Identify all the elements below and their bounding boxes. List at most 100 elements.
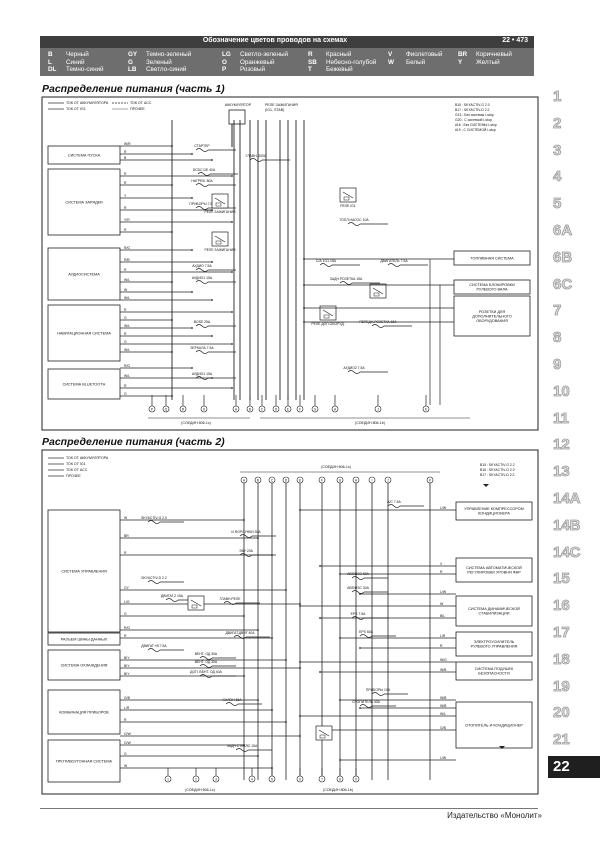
system-label: СИСТЕМА УПРАВЛЕНИЯ (61, 569, 107, 573)
system-label: УПРАВЛЕНИЕ КОМПРЕССОРОМ (464, 507, 524, 511)
junction-dot (191, 197, 193, 199)
chapter-tab-5[interactable]: 5 (548, 193, 600, 216)
chapter-tab-20[interactable]: 20 (548, 702, 600, 725)
chapter-tab-16[interactable]: 16 (548, 595, 600, 618)
variant-note: В15 : SKYACTIV-G 2.0 (455, 103, 490, 107)
relay-label: РЕЛЕ ЗАЖИГАНИЯ (204, 248, 236, 252)
chapter-tab-21[interactable]: 21 (548, 729, 600, 752)
connector-label: K (429, 478, 432, 482)
wire-code: R (124, 150, 127, 154)
junction-dot (319, 671, 321, 673)
supply-label: ТОК ОТ IG1 (66, 107, 86, 111)
color-code: R (308, 51, 313, 58)
wire-code: R (124, 551, 127, 555)
connector-label: 1 (167, 777, 169, 781)
fuse-symbol (351, 616, 365, 620)
wire-code: R (124, 718, 127, 722)
junction-dot (271, 709, 273, 711)
system-label: ОТОПИТЕЛЬ И КОНДИЦИОНЕР (465, 723, 523, 727)
chapter-tab-3[interactable]: 3 (548, 139, 600, 162)
right-system-box (453, 295, 531, 337)
chapter-tab-9[interactable]: 9 (548, 354, 600, 376)
left-system-box (47, 649, 121, 681)
wire-code: G/W (124, 741, 132, 745)
chapter-tab-13[interactable]: 13 (548, 461, 600, 484)
chapter-tab-1[interactable]: 1 (548, 86, 600, 108)
fuse-label: СТАРТЕР (194, 144, 210, 148)
chapter-tab-14c[interactable]: 14C (548, 541, 600, 564)
left-system-box (47, 145, 121, 165)
chapter-tab-14b[interactable]: 14B (548, 514, 600, 537)
relay-label: РЕЛЕ ЗАЖИГАНИЯ (204, 210, 236, 214)
system-label: СИСТЕМА ПУСКА (68, 153, 101, 157)
color-name: Розовый (240, 66, 266, 74)
chapter-tab-19[interactable]: 19 (548, 675, 600, 698)
chapter-tab-14a[interactable]: 14A (548, 488, 600, 510)
junction-dot (359, 647, 361, 649)
connector-circle (284, 405, 292, 413)
chapter-tab-6c[interactable]: 6C (548, 273, 600, 296)
system-label: БЕЗОПАСНОСТИ (478, 672, 510, 676)
relay-coil (215, 202, 222, 207)
battery-symbol (228, 109, 246, 125)
right-system-box (455, 501, 533, 521)
junction-dot (171, 319, 173, 321)
junction-dot (271, 637, 273, 639)
chapter-tab-11[interactable]: 11 (548, 407, 600, 430)
wire-code: W/L (124, 278, 130, 282)
color-name: Синий (66, 58, 85, 66)
junction-dot (191, 249, 193, 251)
chapter-tab-6a[interactable]: 6A (548, 220, 600, 242)
chapter-tab-4[interactable]: 4 (548, 166, 600, 189)
chapter-tab-10[interactable]: 10 (548, 380, 600, 403)
chapter-tab-18[interactable]: 18 (548, 648, 600, 671)
left-system-box (47, 689, 121, 735)
fuse-label: SKYACTIV-G 2.0 (141, 516, 167, 520)
connector-label: K (425, 407, 428, 411)
fuse-label: ЭБУ 20A (239, 549, 253, 553)
junction-dot (285, 721, 287, 723)
supply-label: ТОК ОТ ACC (130, 101, 152, 105)
chapter-tab-8[interactable]: 8 (548, 327, 600, 350)
relay-contact (372, 287, 384, 295)
wire-code: BR (124, 534, 129, 538)
junction-dot (257, 537, 259, 539)
wire-code: W/R (124, 142, 131, 146)
fuse-label: САЛОН 15A (223, 698, 243, 702)
chapter-tab-12[interactable]: 12 (548, 434, 600, 457)
fuse-symbol (195, 350, 209, 354)
fuse-label: ДВИГАТЕЛЬ 7.5A (380, 259, 408, 263)
variant-note: В17 : SKYACTIV-D 2.2 (480, 473, 515, 477)
chapter-tab-6b[interactable]: 6B (548, 246, 600, 269)
junction-label: (СОЕДИН 806-1b) (323, 788, 353, 792)
connector-circle (336, 775, 344, 783)
fuse-label: ЗЕРКАЛА 7.5A (190, 346, 214, 350)
chapter-tab-2[interactable]: 2 (548, 112, 600, 135)
wire-code: R/B (124, 258, 130, 262)
chapter-tab-7[interactable]: 7 (548, 300, 600, 323)
connector-label: 2 (195, 777, 197, 781)
junction-dot (299, 735, 301, 737)
connector-circle (374, 405, 382, 413)
junction-dot (257, 699, 259, 701)
connector-label: P (151, 407, 153, 411)
fuse-label: ДВИГАТ.+В 7.5A (141, 644, 167, 648)
system-label: РАЗЪЕМ ШИНЫ ДАННЫХ (61, 637, 108, 641)
chapter-tab-15[interactable]: 15 (548, 568, 600, 591)
chapter-tab-17[interactable]: 17 (548, 622, 600, 644)
wire-code: Y (124, 194, 127, 198)
wire-code: L/W (440, 590, 447, 594)
fuse-label: ЗАДН.СТЕКЛО 15A (227, 744, 258, 748)
wire-code: GY (124, 586, 130, 590)
connector-label: Q (165, 407, 168, 411)
chapter-tab-22[interactable]: 22 (548, 756, 600, 778)
junction-dot (191, 291, 193, 293)
fuse-label: SKYACTIV-D 2.2 (141, 576, 167, 580)
wire-code: W/B (440, 696, 447, 700)
